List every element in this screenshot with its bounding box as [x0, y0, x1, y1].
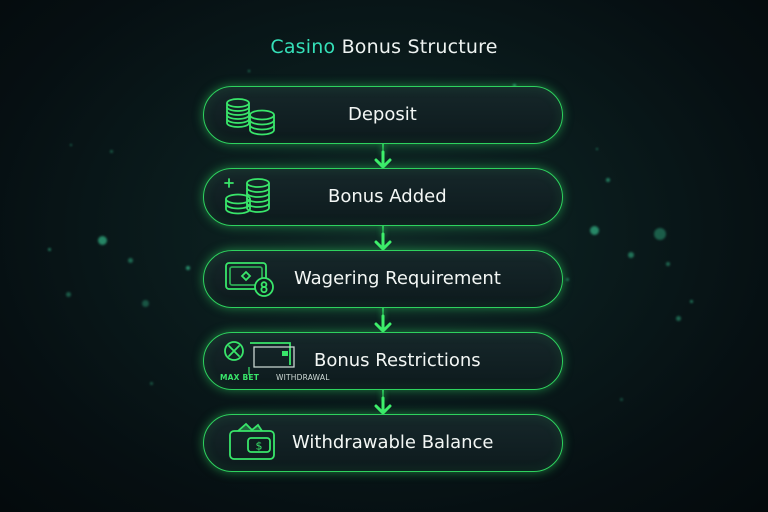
arrow-down-icon — [374, 396, 392, 415]
arrow-down-icon — [374, 314, 392, 333]
dollar-sign: $ — [256, 440, 263, 453]
title-accent: Casino — [270, 36, 336, 58]
withdrawal-label: WITHDRAWAL — [276, 373, 330, 382]
max-bet-label: MAX BET — [220, 373, 260, 382]
step-label: Bonus Restrictions — [314, 350, 481, 371]
coin-stacks-icon — [226, 98, 275, 136]
connector-line — [382, 226, 384, 238]
step-bonus-added: Bonus Added — [203, 168, 563, 226]
coins-plus-icon — [224, 178, 270, 215]
arrow-down-icon — [374, 232, 392, 251]
step-label: Bonus Added — [328, 186, 447, 207]
restrictions-icon — [224, 341, 295, 375]
connector-line — [382, 144, 384, 156]
title-rest: Bonus Structure — [335, 36, 498, 58]
arrow-down-icon — [374, 150, 392, 169]
step-withdrawable-balance: $ Withdrawable Balance — [203, 414, 563, 472]
step-label: Wagering Requirement — [294, 268, 501, 289]
step-wagering-requirement: Wagering Requirement — [203, 250, 563, 308]
step-label: Deposit — [348, 104, 417, 125]
step-label: Withdrawable Balance — [292, 432, 494, 453]
wallet-dollar-icon: $ — [229, 422, 275, 460]
step-deposit: Deposit — [203, 86, 563, 144]
connector-line — [382, 390, 384, 402]
step-bonus-restrictions: MAX BET WITHDRAWAL Bonus Restrictions — [203, 332, 563, 390]
banknote-coin-icon — [225, 262, 274, 297]
connector-line — [382, 308, 384, 320]
page-title: Casino Bonus Structure — [0, 36, 768, 58]
